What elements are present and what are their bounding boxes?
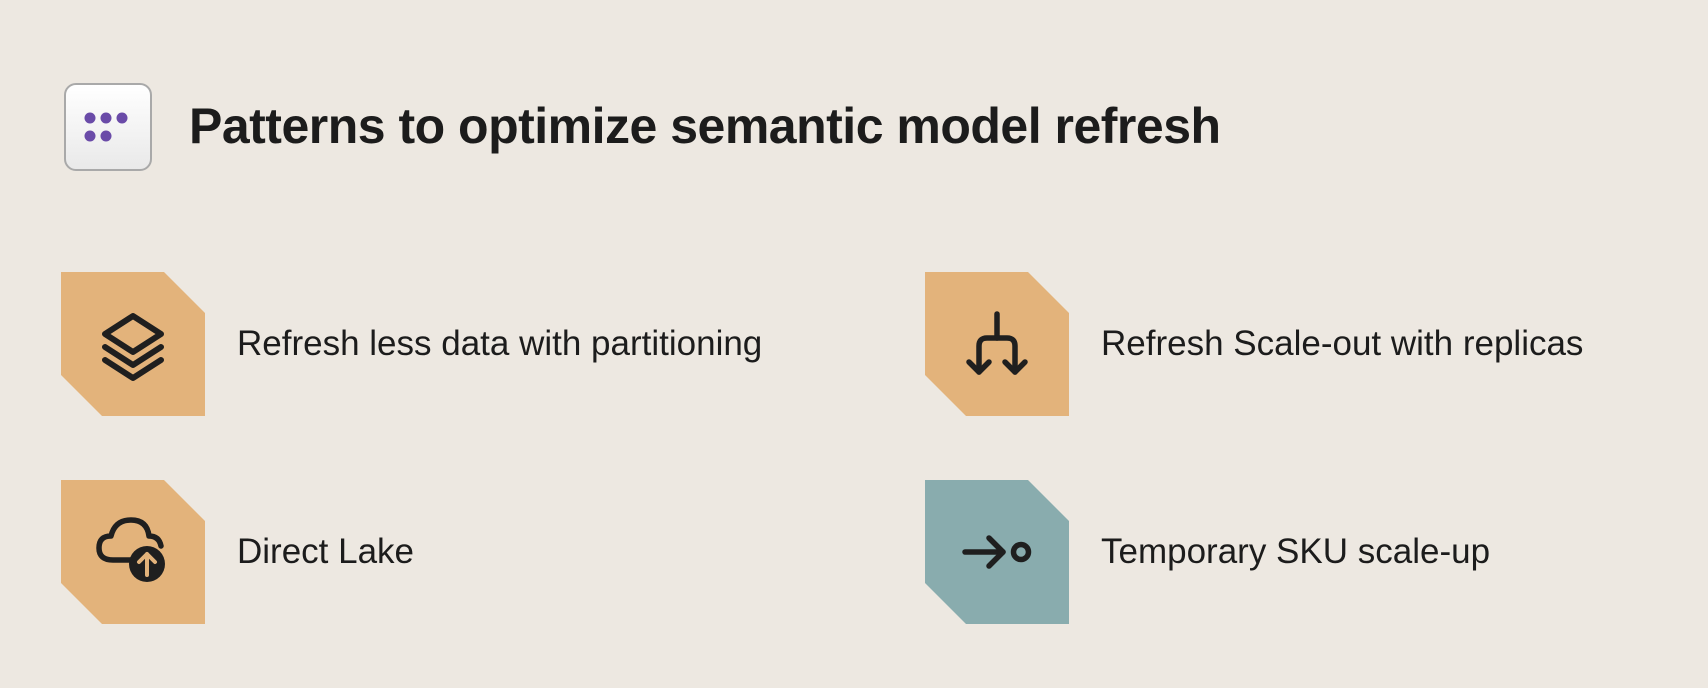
pattern-label: Temporary SKU scale-up <box>1101 532 1491 571</box>
pattern-tile-sku-scale-up <box>925 480 1069 624</box>
dots-grid-icon <box>84 112 128 142</box>
pattern-label: Refresh Scale-out with replicas <box>1101 324 1584 363</box>
logo-badge <box>64 83 152 171</box>
arrow-to-circle-icon <box>962 535 1032 569</box>
cloud-upload-icon <box>96 517 165 582</box>
split-arrows-icon <box>966 311 1028 375</box>
pattern-tile-direct-lake <box>61 480 205 624</box>
pattern-label: Direct Lake <box>237 532 415 571</box>
pattern-label: Refresh less data with partitioning <box>237 324 763 363</box>
layers-icon <box>102 313 164 381</box>
pattern-tile-scale-out <box>925 272 1069 416</box>
pattern-tile-partitioning <box>61 272 205 416</box>
page-title: Patterns to optimize semantic model refr… <box>189 98 1221 154</box>
